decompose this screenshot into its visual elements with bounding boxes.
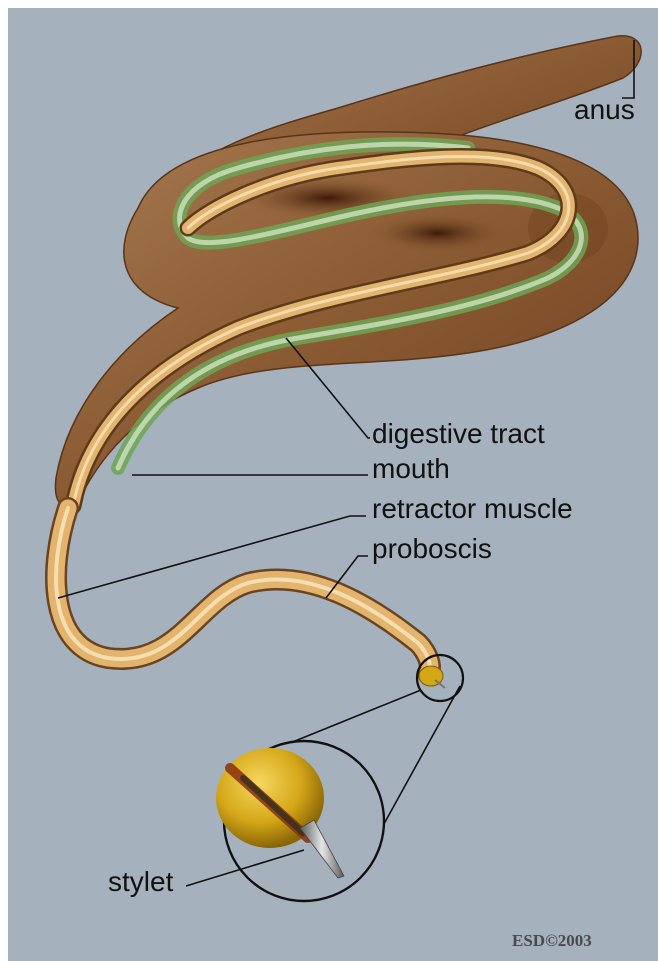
- worm-body: [55, 36, 641, 507]
- diagram-canvas: anus digestive tract mouth retractor mus…: [8, 8, 658, 961]
- label-anus: anus: [574, 94, 635, 125]
- worm-diagram: anus digestive tract mouth retractor mus…: [8, 8, 658, 961]
- label-stylet: stylet: [108, 866, 174, 897]
- magnifier: [216, 655, 463, 901]
- label-proboscis: proboscis: [372, 533, 492, 564]
- label-mouth: mouth: [372, 453, 450, 484]
- copyright-credit: ESD©2003: [512, 931, 592, 950]
- label-digestive-tract: digestive tract: [372, 418, 545, 449]
- label-retractor-muscle: retractor muscle: [372, 493, 573, 524]
